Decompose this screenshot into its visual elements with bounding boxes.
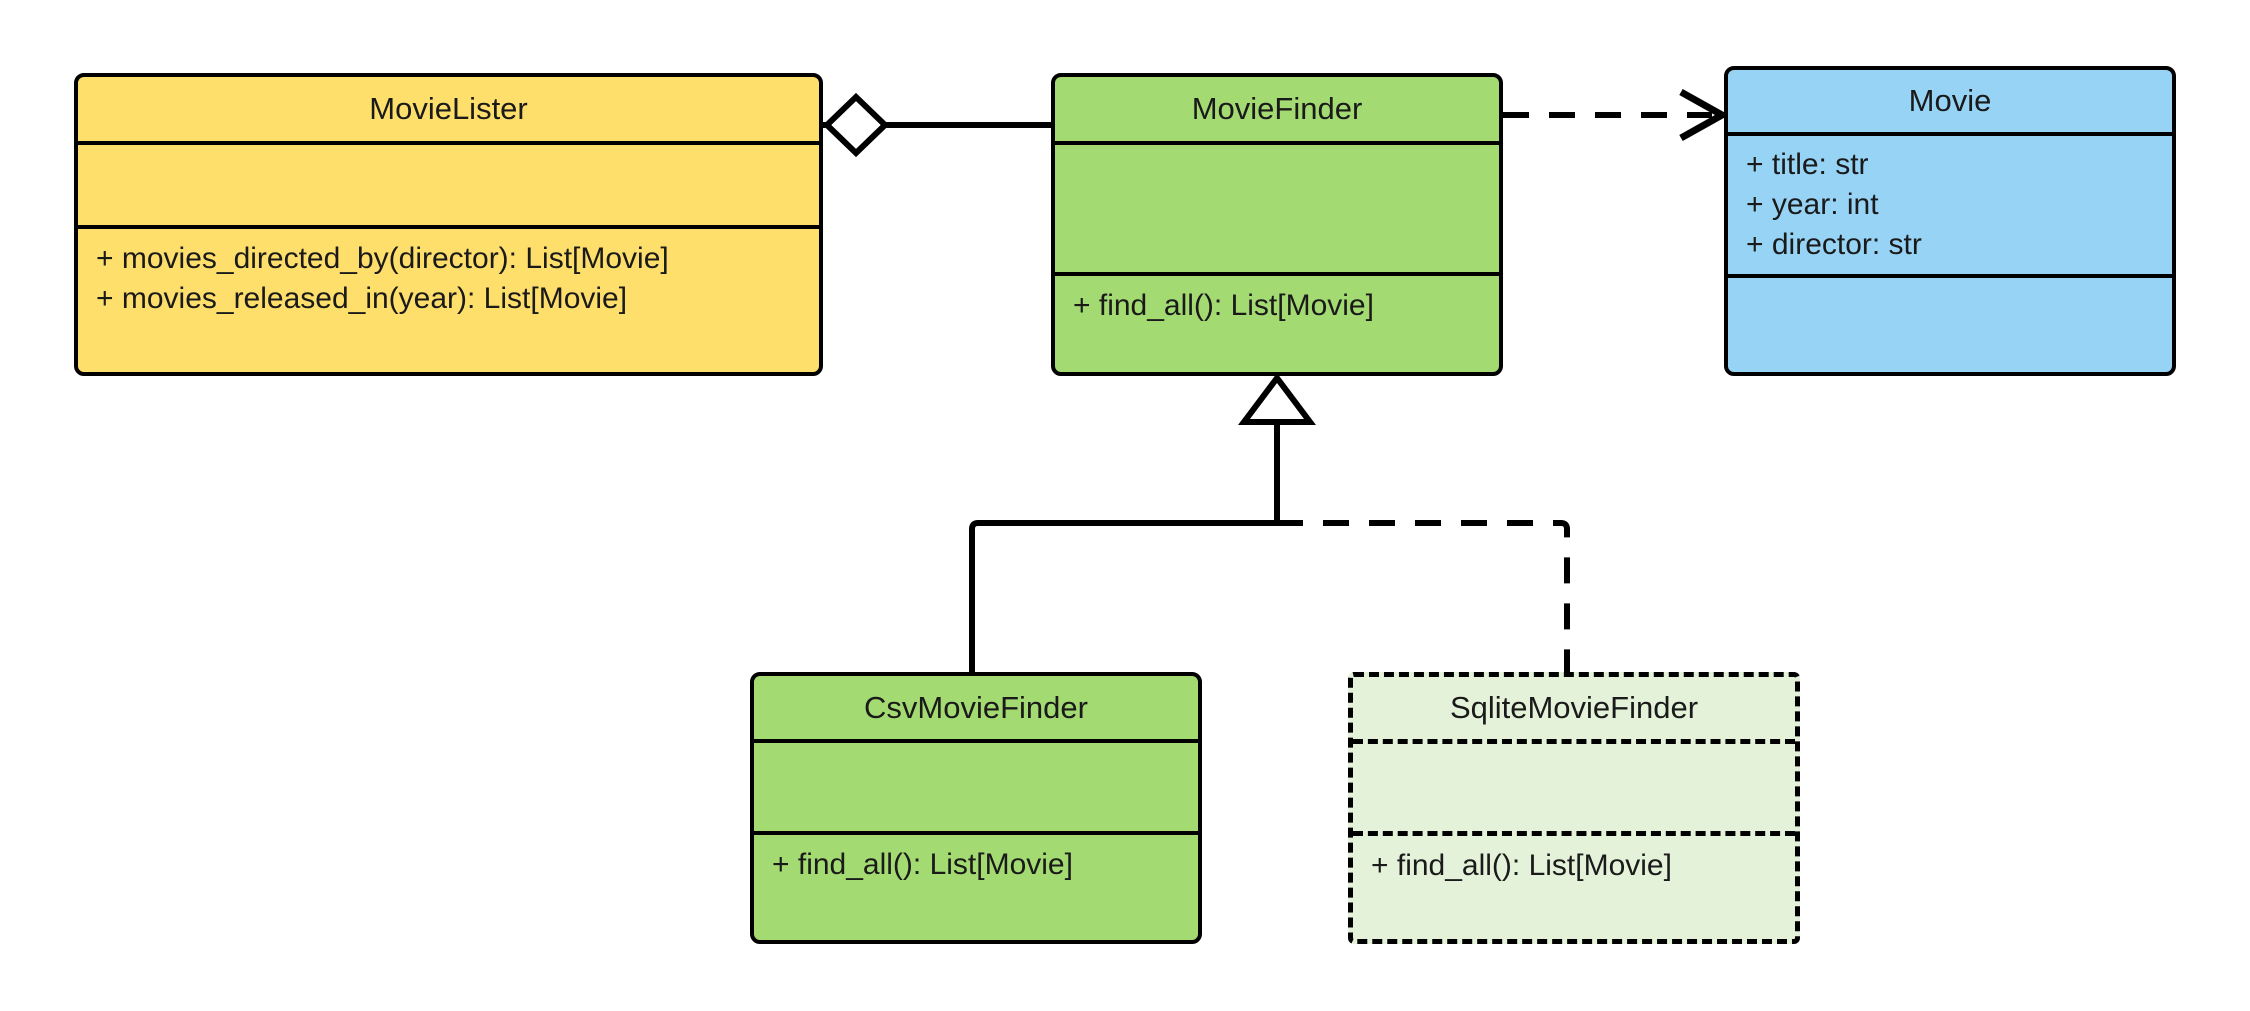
class-attributes-compartment [1353, 744, 1795, 836]
aggregation-edge-movielister-moviefinder [822, 92, 1051, 158]
uml-class-moviefinder[interactable]: MovieFinder + find_all(): List[Movie] [1051, 73, 1503, 376]
operation-item: + find_all(): List[Movie] [772, 848, 1073, 881]
class-title: CsvMovieFinder [864, 689, 1088, 725]
class-operations-compartment: + movies_directed_by(director): List[Mov… [78, 229, 819, 329]
open-arrow-icon [1679, 88, 1730, 142]
class-name-compartment: MovieLister [78, 77, 819, 145]
class-attributes-compartment: + title: str + year: int + director: str [1728, 136, 2172, 278]
operation-item: + movies_directed_by(director): List[Mov… [96, 242, 669, 275]
uml-class-sqlitemoviefinder[interactable]: SqliteMovieFinder + find_all(): List[Mov… [1348, 672, 1800, 944]
class-operations-compartment [1728, 278, 2172, 298]
hollow-diamond-icon [822, 92, 890, 158]
class-title: MovieFinder [1191, 91, 1363, 127]
class-title: SqliteMovieFinder [1449, 690, 1699, 726]
class-attributes-compartment [754, 743, 1198, 835]
operation-item: + movies_released_in(year): List[Movie] [96, 281, 628, 315]
class-name-compartment: SqliteMovieFinder [1353, 677, 1795, 744]
class-name-compartment: Movie [1728, 70, 2172, 136]
class-name-compartment: MovieFinder [1055, 77, 1499, 145]
class-title: Movie [1908, 83, 1992, 119]
class-operations-compartment: + find_all(): List[Movie] [1353, 836, 1795, 896]
class-operations-compartment: + find_all(): List[Movie] [754, 835, 1198, 895]
generalization-branch-csv [969, 520, 1277, 672]
uml-class-csvmoviefinder[interactable]: CsvMovieFinder + find_all(): List[Movie] [750, 672, 1202, 944]
generalization-branch-sqlite [1277, 520, 1570, 672]
dependency-edge-moviefinder-movie [1503, 88, 1730, 142]
attribute-item: + title: str [1746, 148, 1869, 182]
class-title: MovieLister [369, 91, 528, 127]
generalization-edges-to-moviefinder [969, 373, 1570, 672]
class-operations-compartment: + find_all(): List[Movie] [1055, 276, 1499, 336]
uml-class-movielister[interactable]: MovieLister + movies_directed_by(directo… [74, 73, 823, 376]
attribute-item: + director: str [1746, 227, 1922, 261]
class-attributes-compartment [78, 145, 819, 229]
class-name-compartment: CsvMovieFinder [754, 676, 1198, 743]
attribute-item: + year: int [1746, 188, 1879, 222]
uml-class-movie[interactable]: Movie + title: str + year: int + directo… [1724, 66, 2176, 376]
operation-item: + find_all(): List[Movie] [1371, 849, 1672, 882]
hollow-triangle-icon [1238, 373, 1316, 425]
class-attributes-compartment [1055, 145, 1499, 276]
operation-item: + find_all(): List[Movie] [1073, 289, 1374, 322]
